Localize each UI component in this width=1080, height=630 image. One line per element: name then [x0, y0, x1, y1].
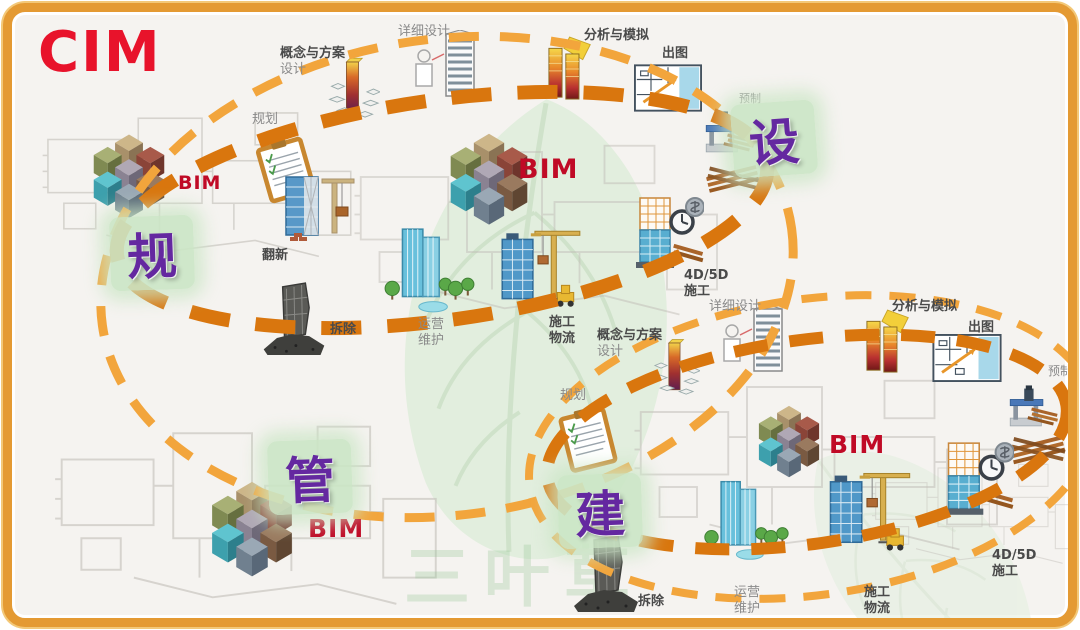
stage-label-analysis: 分析与模拟 [892, 299, 958, 314]
stage-label-operation: 运营 维护 [734, 585, 760, 618]
bim-label: BIM [829, 430, 886, 459]
stage-label-logistics-line1: 施工 [864, 585, 891, 600]
stage-label-planning: 规划 [560, 388, 587, 403]
loop2-outer-ellipse [525, 291, 1068, 603]
phase-box-design: 设 [729, 99, 819, 179]
stage-label-logistics-line2: 物流 [549, 331, 576, 347]
loop2-inner-ellipse [541, 328, 1068, 556]
stage-label-4d5d: 4D/5D 施工 [684, 268, 728, 301]
phase-char-design: 设 [747, 112, 802, 174]
stage-label-4d5d-line1: 4D/5D [992, 548, 1037, 563]
stage-label-operation-line1: 运营 [734, 585, 761, 600]
stage-label-concept: 概念与方案 设计 [597, 328, 662, 361]
phase-char-manage: 管 [284, 451, 337, 511]
process-loops [96, 31, 1068, 603]
bim-label: BIM [518, 154, 579, 185]
stage-label-drawing: 出图 [662, 46, 689, 61]
stage-label-concept-line2: 设计 [280, 62, 307, 78]
stage-label-logistics-line1: 施工 [549, 315, 576, 330]
phase-char-build: 建 [574, 485, 627, 545]
stage-label-4d5d-line1: 4D/5D [684, 268, 729, 283]
stage-label-prefab: 预制 [1048, 364, 1073, 378]
stage-label-operation-line2: 维护 [418, 333, 445, 349]
loop1-outer-ellipse [96, 31, 798, 523]
stage-label-prefab: 预制 [739, 92, 761, 105]
stage-label-concept-line1: 概念与方案 [280, 46, 346, 61]
stage-label-logistics-line2: 物流 [864, 601, 891, 617]
phase-char-plan: 规 [126, 227, 179, 287]
bim-label: BIM [178, 172, 222, 194]
stage-label-operation-line2: 维护 [734, 601, 761, 617]
cim-title: CIM [38, 20, 162, 85]
stage-label-demolition: 拆除 [330, 322, 357, 337]
stage-label-drawing: 出图 [968, 320, 995, 335]
stage-label-demolition: 拆除 [638, 594, 665, 609]
stage-label-concept-line1: 概念与方案 [597, 328, 663, 343]
stage-label-concept-line2: 设计 [597, 344, 624, 360]
orange-frame: 三叶草 BIM [3, 3, 1077, 627]
stage-label-operation-line1: 运营 [418, 317, 445, 332]
stage-label-analysis: 分析与模拟 [584, 28, 650, 43]
stage-label-concept: 概念与方案 设计 [280, 46, 345, 79]
bim-label: BIM [308, 514, 365, 543]
stage-label-logistics: 施工 物流 [864, 585, 890, 618]
stage-label-4d5d-line2: 施工 [992, 564, 1019, 580]
phase-box-manage: 管 [266, 438, 354, 516]
stage-label-planning: 规划 [252, 112, 279, 127]
stage-label-4d5d: 4D/5D 施工 [992, 548, 1036, 581]
stage-label-logistics: 施工 物流 [549, 315, 575, 348]
stage-label-renovation: 翻新 [262, 248, 289, 263]
stage-label-detailed-design: 详细设计 [709, 299, 762, 314]
stage-label-4d5d-line2: 施工 [684, 284, 711, 300]
phase-box-plan: 规 [108, 214, 196, 292]
phase-box-build: 建 [556, 472, 644, 550]
stage-label-operation: 运营 维护 [418, 317, 444, 350]
stage-label-detailed-design: 详细设计 [398, 24, 451, 39]
